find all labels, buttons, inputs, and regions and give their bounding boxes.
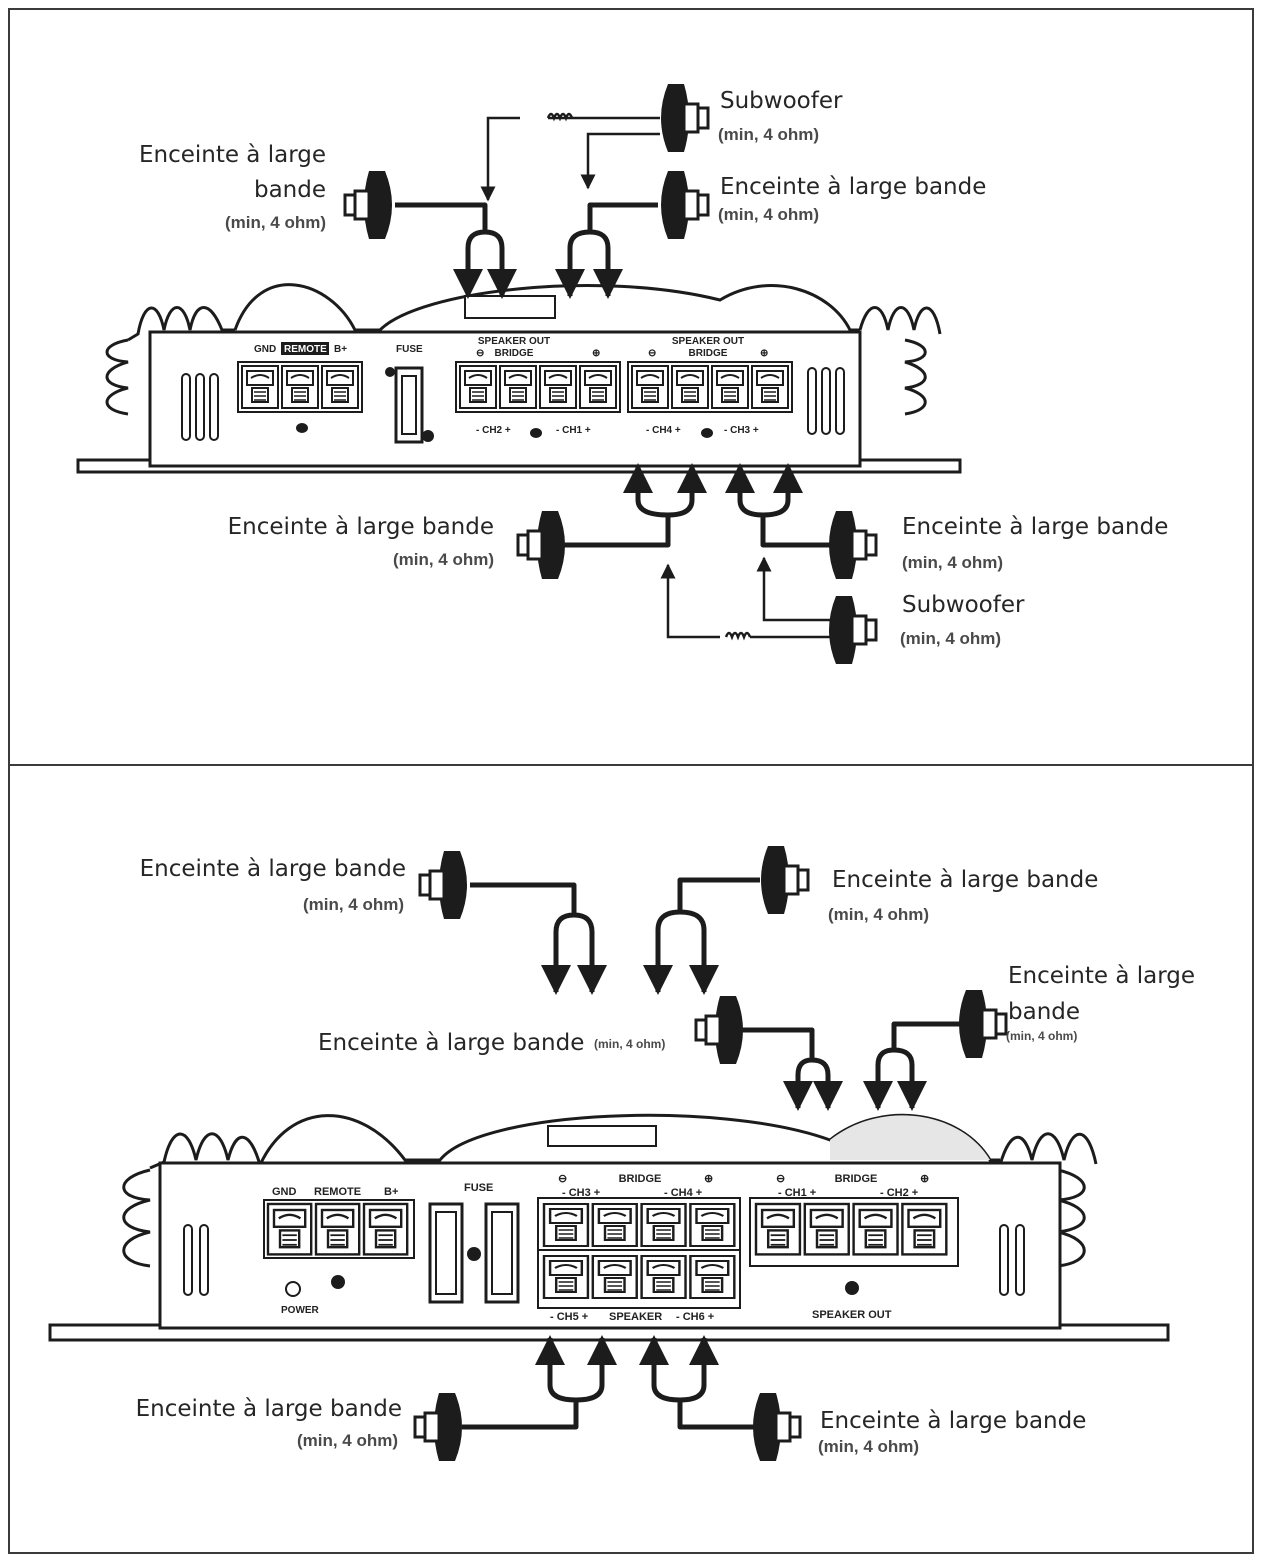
bottom-bridge-1: BRIDGE xyxy=(619,1173,662,1185)
bottom-spk3-rating: (min, 4 ohm) xyxy=(594,1037,665,1051)
bottom-plus-1: ⊕ xyxy=(704,1173,713,1185)
top-remote-label: REMOTE xyxy=(284,344,327,355)
bottom-spk1-rating: (min, 4 ohm) xyxy=(303,895,404,914)
top-subwoofer-upper xyxy=(659,82,710,154)
bottom-power-label: POWER xyxy=(281,1305,320,1316)
top-bridge-1: BRIDGE xyxy=(495,348,534,359)
bottom-gnd-label: GND xyxy=(272,1186,297,1198)
bottom-bplus-label: B+ xyxy=(384,1186,398,1198)
bottom-spk2-rating: (min, 4 ohm) xyxy=(828,905,929,924)
top-minus-1: ⊖ xyxy=(476,348,484,359)
bottom-minus-1: ⊖ xyxy=(558,1173,567,1185)
top-spk2-name: Subwoofer xyxy=(720,88,843,114)
bottom-ch2-label: - CH2 + xyxy=(880,1187,918,1199)
bottom-speaker-upper-right xyxy=(759,844,810,916)
panel-divider xyxy=(8,764,1254,766)
top-spk1-name: Enceinte à large xyxy=(139,142,326,168)
bottom-speaker-upper-left xyxy=(418,849,469,921)
bottom-spk4-rating: (min, 4 ohm) xyxy=(1006,1029,1077,1043)
top-ch2-label: - CH2 + xyxy=(476,425,511,436)
top-amplifier: GND REMOTE B+ FUSE SPEAKER OUT BRIDGE ⊖ … xyxy=(76,283,962,474)
bottom-ch4-label: - CH4 + xyxy=(664,1187,702,1199)
top-ch3-label: - CH3 + xyxy=(724,425,759,436)
bottom-spk2-name: Enceinte à large bande xyxy=(832,867,1098,893)
bottom-speaker-lower-right xyxy=(751,1391,802,1463)
bottom-speaker-middle-right xyxy=(957,988,1008,1060)
top-spk1-name-line2: bande xyxy=(254,177,326,203)
bottom-amplifier: GND REMOTE B+ POWER FUSE ⊖ BRIDGE ⊕ - CH… xyxy=(48,1113,1170,1342)
top-spk1-rating: (min, 4 ohm) xyxy=(225,213,326,232)
bottom-minus-2: ⊖ xyxy=(776,1173,785,1185)
bottom-spk4-name: Enceinte à large xyxy=(1008,963,1195,989)
bottom-speaker-middle-left xyxy=(694,994,745,1066)
top-plus-1: ⊕ xyxy=(592,348,600,359)
top-speaker-out-2: SPEAKER OUT xyxy=(672,336,744,347)
bottom-spk5-name: Enceinte à large bande xyxy=(136,1396,402,1422)
bottom-fuse-label: FUSE xyxy=(464,1182,493,1194)
bottom-ch3-label: - CH3 + xyxy=(562,1187,600,1199)
top-speaker-left-wideband xyxy=(343,169,394,241)
top-speaker-out-1: SPEAKER OUT xyxy=(478,336,550,347)
top-ch1-label: - CH1 + xyxy=(556,425,591,436)
top-spk5-rating: (min, 4 ohm) xyxy=(902,553,1003,572)
top-spk5-name: Enceinte à large bande xyxy=(902,514,1168,540)
top-speaker-lower-left-wideband xyxy=(516,509,567,581)
bottom-ch6-label: - CH6 + xyxy=(676,1311,714,1323)
top-bridge-2: BRIDGE xyxy=(689,348,728,359)
bottom-spk4-name-line2: bande xyxy=(1008,999,1080,1025)
top-bplus-label: B+ xyxy=(334,344,347,355)
top-spk2-rating: (min, 4 ohm) xyxy=(718,125,819,144)
bottom-speaker-label: SPEAKER xyxy=(609,1311,662,1323)
diagram-frame xyxy=(8,8,1254,1554)
top-plus-2: ⊕ xyxy=(760,348,768,359)
bottom-spk5-rating: (min, 4 ohm) xyxy=(297,1431,398,1450)
bottom-spk6-name: Enceinte à large bande xyxy=(820,1408,1086,1434)
bottom-spk1-name: Enceinte à large bande xyxy=(140,856,406,882)
bottom-bridge-2: BRIDGE xyxy=(835,1173,878,1185)
top-spk3-rating: (min, 4 ohm) xyxy=(718,205,819,224)
bottom-spk3-name: Enceinte à large bande xyxy=(318,1030,584,1056)
bottom-ch1-label: - CH1 + xyxy=(778,1187,816,1199)
top-speaker-lower-right-wideband xyxy=(827,509,878,581)
top-spk4-name: Enceinte à large bande xyxy=(228,514,494,540)
top-gnd-label: GND xyxy=(254,344,276,355)
top-minus-2: ⊖ xyxy=(648,348,656,359)
bottom-wires xyxy=(462,877,960,1430)
bottom-remote-label: REMOTE xyxy=(314,1186,361,1198)
top-ch4-label: - CH4 + xyxy=(646,425,681,436)
top-spk6-name: Subwoofer xyxy=(902,592,1025,618)
bottom-speaker-out-label: SPEAKER OUT xyxy=(812,1309,892,1321)
top-spk3-name: Enceinte à large bande xyxy=(720,174,986,200)
top-spk4-rating: (min, 4 ohm) xyxy=(393,550,494,569)
bottom-plus-2: ⊕ xyxy=(920,1173,929,1185)
top-fuse-label: FUSE xyxy=(396,344,423,355)
top-wires xyxy=(395,112,830,641)
top-subwoofer-lower xyxy=(827,594,878,666)
top-spk6-rating: (min, 4 ohm) xyxy=(900,629,1001,648)
top-speaker-right-wideband xyxy=(659,169,710,241)
bottom-speaker-lower-left xyxy=(413,1391,464,1463)
bottom-ch5-label: - CH5 + xyxy=(550,1311,588,1323)
bottom-spk6-rating: (min, 4 ohm) xyxy=(818,1437,919,1456)
